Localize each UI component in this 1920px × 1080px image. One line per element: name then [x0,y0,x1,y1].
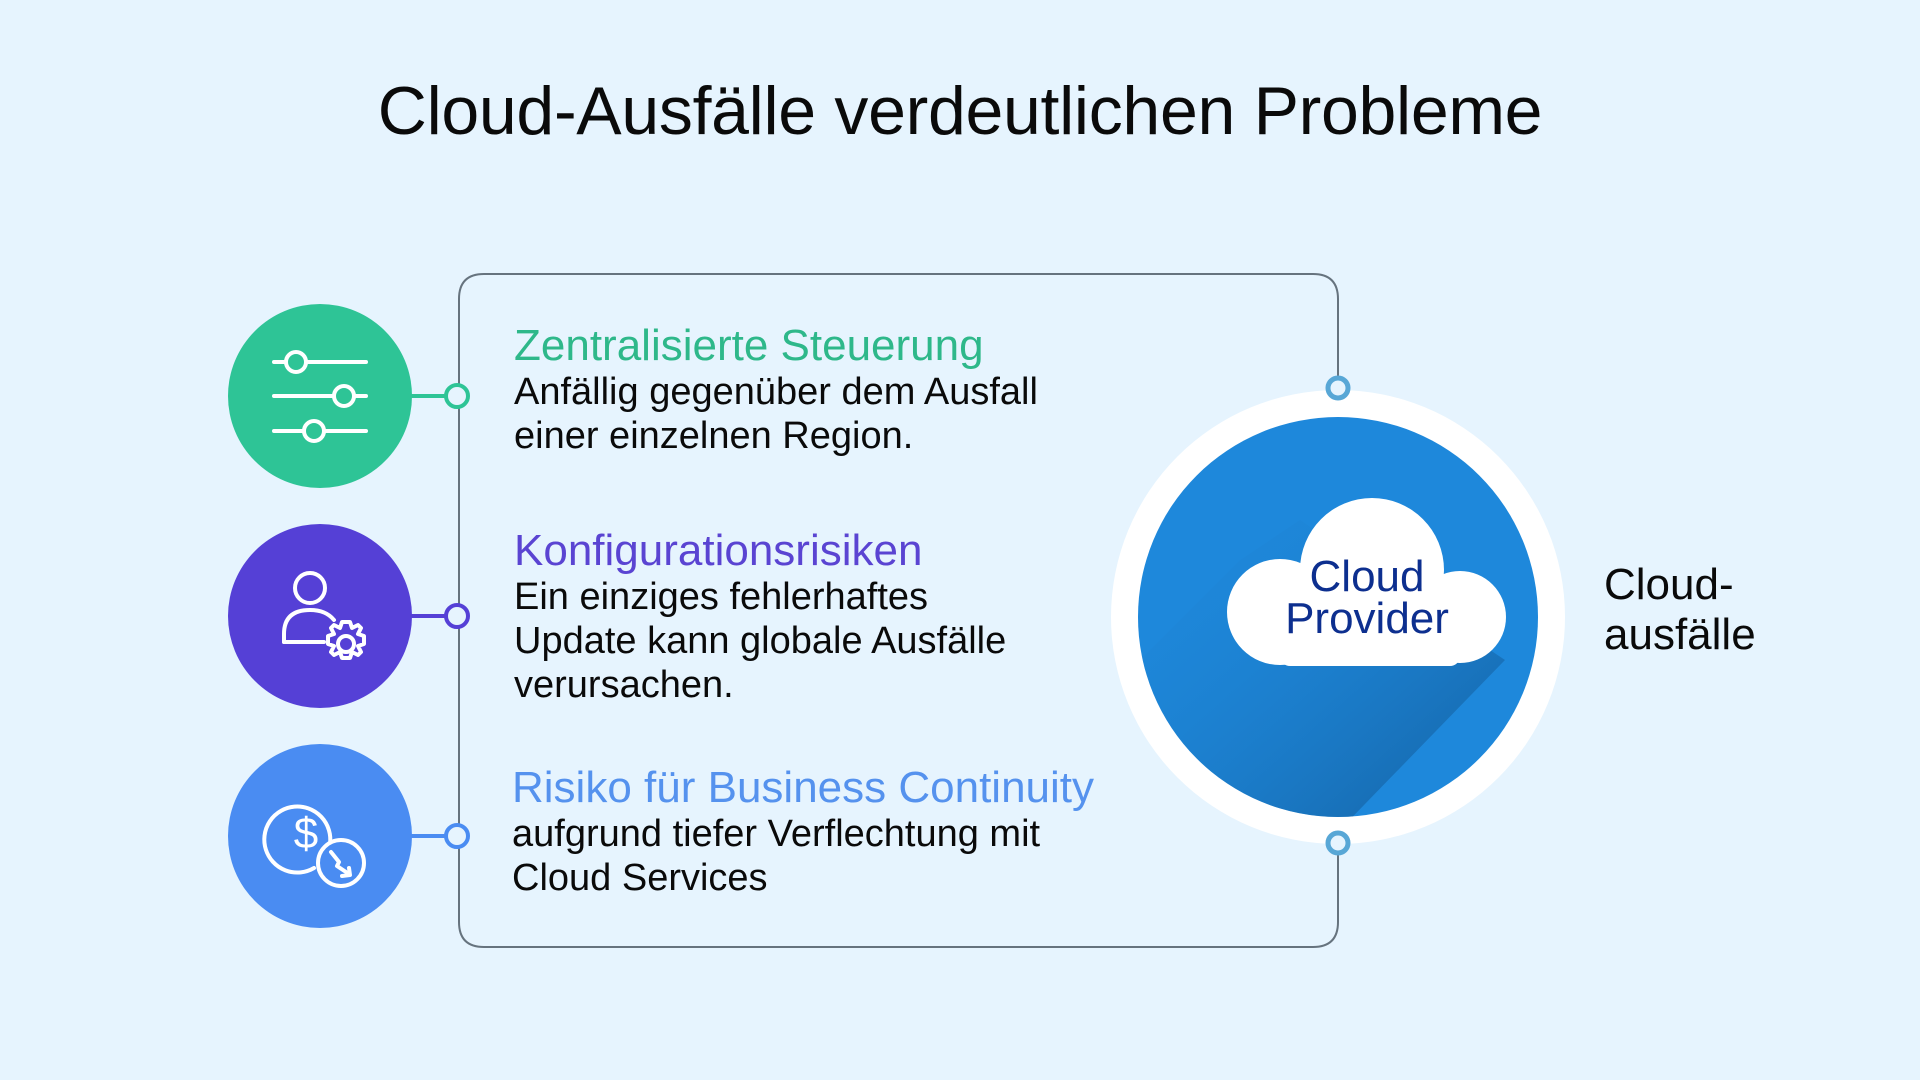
connector-dot-3 [444,823,470,849]
hub-top-dot [1325,375,1351,401]
hub-bottom-dot [1325,830,1351,856]
item-body-line: Anfällig gegenüber dem Ausfall [514,371,1038,413]
item-body-line: einer einzelnen Region. [514,415,914,457]
cloud-outages-label: Cloud- ausfälle [1604,560,1756,660]
cloud-provider-line2: Provider [1285,594,1449,643]
item-title: Zentralisierte Steuerung [514,321,984,370]
item-body-line: Update kann globale Ausfälle [514,620,1007,662]
item-body-line: aufgrund tiefer Verflechtung mit [512,813,1041,855]
connector-dot-2 [444,603,470,629]
item-title: Risiko für Business Continuity [512,763,1095,812]
side-label-line1: Cloud- [1604,560,1734,609]
sliders-icon [228,304,412,488]
connector-dot-1 [444,383,470,409]
dollar-decline-icon: $ [228,744,412,928]
item-configuration-risks: Konfigurationsrisiken Ein einziges fehle… [514,527,1134,707]
cloud-icon [1227,498,1506,666]
item-body-line: Cloud Services [512,857,768,899]
item-business-continuity: Risiko für Business Continuity aufgrund … [512,764,1132,900]
svg-text:$: $ [294,809,318,858]
item-title: Konfigurationsrisiken [514,526,923,575]
cloud-provider-line1: Cloud [1309,552,1425,601]
page-title: Cloud-Ausfälle verdeutlichen Probleme [377,73,1543,149]
item-centralized-control: Zentralisierte Steuerung Anfällig gegenü… [514,322,1134,458]
item-body-line: verursachen. [514,664,734,706]
user-gear-icon [228,524,412,708]
item-body-line: Ein einziges fehlerhaftes [514,576,929,618]
side-label-line2: ausfälle [1604,610,1756,659]
cloud-provider-label: Cloud Provider [1230,552,1504,643]
